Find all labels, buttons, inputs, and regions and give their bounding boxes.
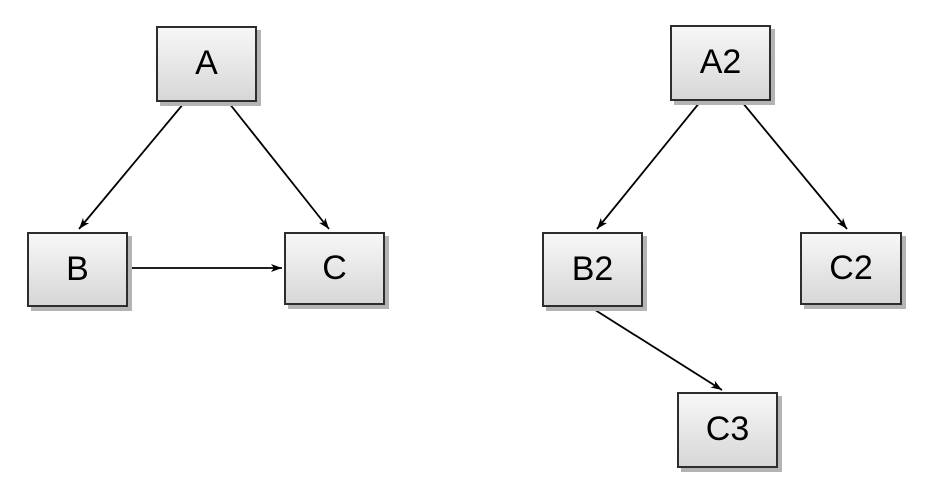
node-A[interactable]: A — [156, 26, 257, 102]
node-A2[interactable]: A2 — [670, 25, 771, 101]
edge-A-to-B — [78, 102, 185, 230]
edge-A2-to-B2 — [596, 101, 701, 230]
node-label: A2 — [699, 43, 742, 81]
node-label: C — [322, 248, 347, 287]
node-B[interactable]: B — [27, 232, 128, 307]
node-B2[interactable]: B2 — [542, 232, 643, 307]
node-label: C2 — [829, 248, 873, 287]
node-label: C3 — [705, 410, 750, 448]
edge-A-to-C — [228, 102, 330, 230]
node-C2[interactable]: C2 — [800, 232, 902, 305]
node-label: B — [66, 249, 89, 288]
edge-A2-to-C2 — [741, 101, 848, 230]
node-C[interactable]: C — [284, 232, 385, 305]
edge-B2-to-C3 — [591, 307, 723, 391]
node-C3[interactable]: C3 — [677, 392, 778, 468]
node-label: B2 — [571, 249, 614, 288]
node-label: A — [195, 44, 218, 82]
